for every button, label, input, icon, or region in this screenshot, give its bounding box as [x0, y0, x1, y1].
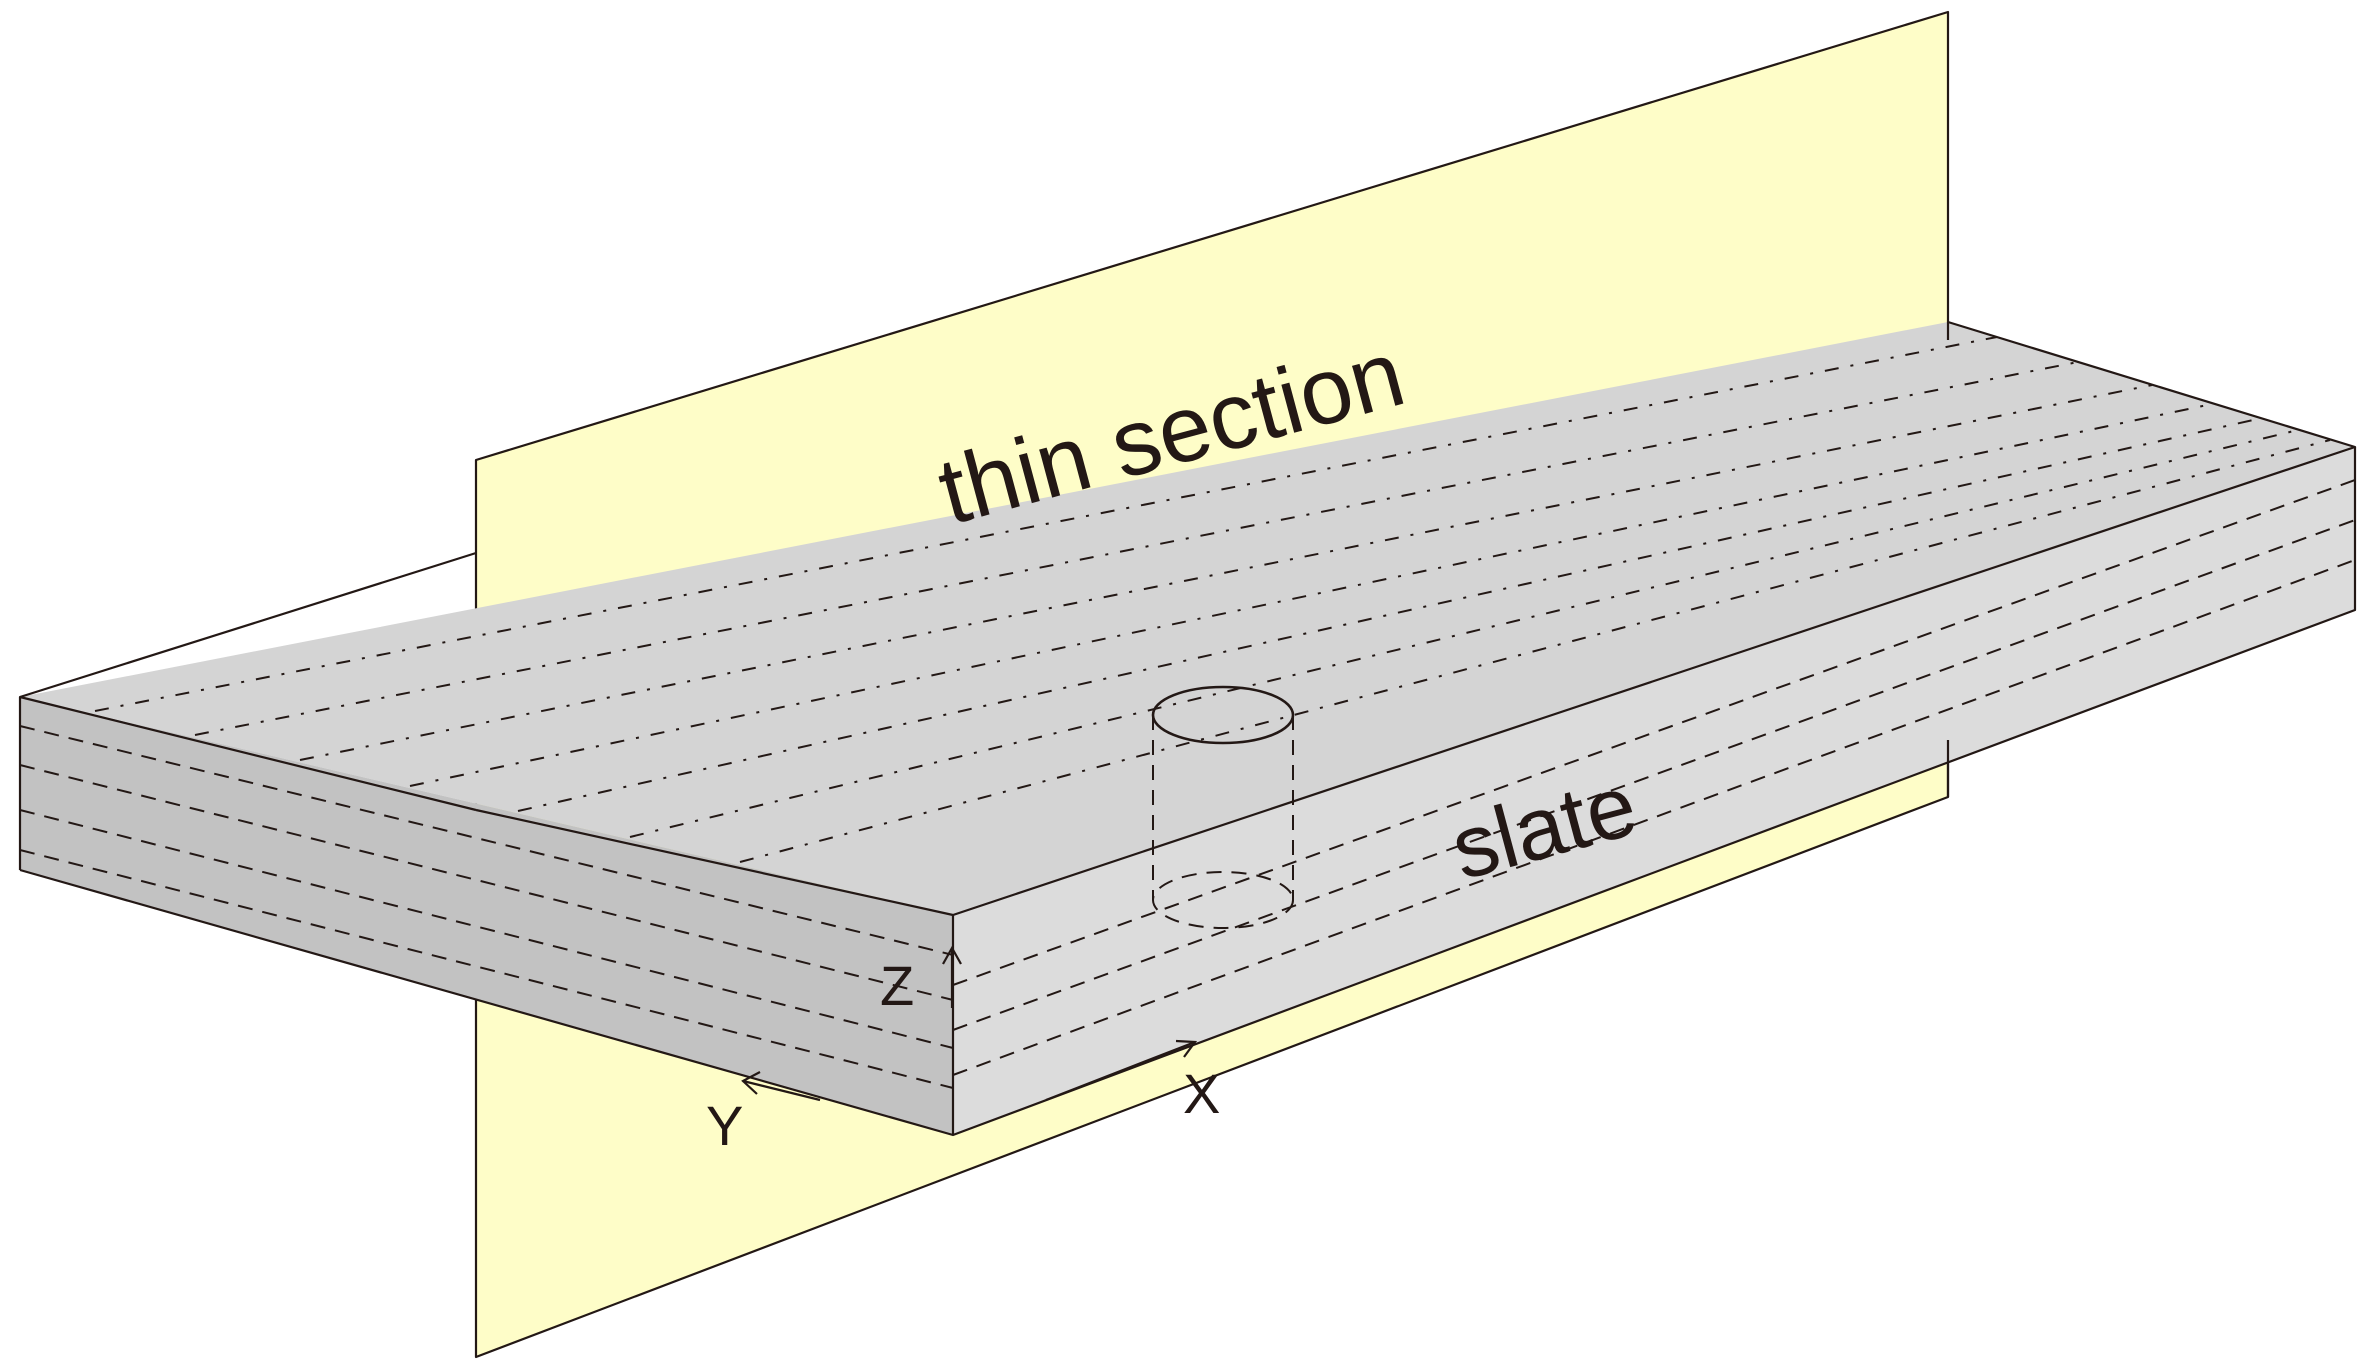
slab-side-face [953, 447, 2355, 1135]
slab-edges [18, 320, 2357, 1137]
z-axis-arrow [942, 945, 962, 1008]
axis-z-label: Z [880, 954, 914, 1017]
cylinder-core [1151, 685, 1295, 929]
axis-x-label: X [1183, 1062, 1220, 1125]
slab-front-face [20, 697, 953, 1135]
x-axis-arrow [1045, 1039, 1198, 1102]
coordinate-axes [741, 945, 1198, 1102]
foliation-top-lines [94, 336, 2331, 863]
slate-slab [18, 320, 2357, 1137]
foliation-front-lines [19, 725, 954, 1089]
slab-top-face [20, 322, 2355, 915]
axis-y-label: Y [706, 1094, 743, 1157]
y-axis-arrow [741, 1071, 821, 1102]
